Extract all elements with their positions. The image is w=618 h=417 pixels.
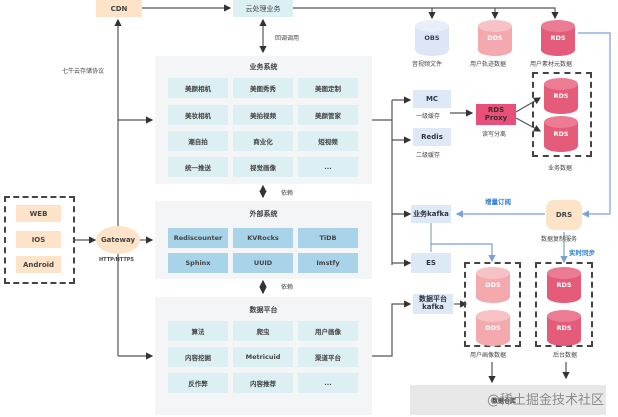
data-platform-item: 反作弊 xyxy=(168,373,228,393)
depends-label-2: 依赖 xyxy=(281,284,294,291)
business-item: 美颜管家 xyxy=(298,105,358,125)
data-platform-item: 用户画像 xyxy=(298,321,358,341)
client-android: Android xyxy=(16,256,61,273)
qiniu-protocol-label: 七牛云存储协议 xyxy=(62,68,105,75)
data-platform-item: 渠道平台 xyxy=(298,347,358,367)
business-item: 商业化 xyxy=(233,131,293,151)
data-kafka-node: 数据平台 kafka xyxy=(413,294,453,314)
business-item: 美拍视频 xyxy=(233,105,293,125)
business-system-group: 业务系统 美颜相机 美图秀秀 美图定制 美妆相机 美拍视频 美颜管家 潮自拍 商… xyxy=(155,56,372,184)
rds-db-icon: RDS xyxy=(544,78,578,114)
data-platform-item: Metricuid xyxy=(233,347,293,367)
callback-label: 回调调用 xyxy=(275,35,300,42)
data-platform-item: 内容推荐 xyxy=(233,373,293,393)
external-system-group: 外部系统 Rediscounter KVRocks TiDB Sphinx UU… xyxy=(155,201,372,279)
business-item: 统一推送 xyxy=(168,157,228,177)
rds-db-icon: RDS xyxy=(544,116,578,152)
external-item: Rediscounter xyxy=(168,228,228,248)
clients-group xyxy=(4,196,75,284)
data-platform-group: 数据平台 算法 爬虫 用户画像 内容挖掘 Metricuid 渠道平台 反作弊 … xyxy=(155,297,372,415)
dds-caption: 用户轨迹数据 xyxy=(470,61,507,68)
dds-storage-icon: DDS xyxy=(478,20,512,56)
business-data-group xyxy=(532,72,592,157)
business-item: 视觉画像 xyxy=(233,157,293,177)
rds-proxy-caption: 读写分离 xyxy=(482,131,507,138)
business-item: 美图秀秀 xyxy=(233,78,293,98)
rds-caption: 用户素材元数据 xyxy=(530,61,573,68)
external-item: UUID xyxy=(233,253,293,273)
data-platform-item: 算法 xyxy=(168,321,228,341)
business-system-title: 业务系统 xyxy=(249,63,278,71)
data-platform-item: 内容挖掘 xyxy=(168,347,228,367)
cdn-node: CDN xyxy=(96,0,142,17)
data-platform-title: 数据平台 xyxy=(249,306,278,314)
dds-db-icon: DDS xyxy=(476,267,510,303)
backend-data-caption: 后台数据 xyxy=(553,352,578,359)
business-item: 美妆相机 xyxy=(168,105,228,125)
redis-caption: 二级缓存 xyxy=(416,152,441,159)
obs-storage-icon: OBS xyxy=(415,20,449,56)
es-node: ES xyxy=(411,253,451,273)
data-platform-item: ... xyxy=(298,373,358,393)
rds-db-icon: RDS xyxy=(547,267,581,303)
rds-storage-icon: RDS xyxy=(541,20,575,56)
backend-data-group xyxy=(535,262,593,347)
business-item: 美图定制 xyxy=(298,78,358,98)
dds-db-icon: DDS xyxy=(476,310,510,346)
external-item: TiDB xyxy=(298,228,358,248)
external-system-title: 外部系统 xyxy=(249,210,278,218)
depends-label: 依赖 xyxy=(281,190,294,197)
rds-db-icon: RDS xyxy=(547,310,581,346)
incremental-sub-label: 增量订阅 xyxy=(485,198,511,206)
redis-node: Redis xyxy=(413,128,451,146)
user-profile-data-group xyxy=(464,262,521,347)
client-web: WEB xyxy=(16,205,61,222)
gateway-node: Gateway xyxy=(96,226,140,254)
data-warehouse-bar xyxy=(410,385,606,415)
realtime-sync-label: 实时同步 xyxy=(569,249,595,257)
external-item: Sphinx xyxy=(168,253,228,273)
rds-proxy-node: RDS Proxy xyxy=(476,104,516,125)
business-item: 短视频 xyxy=(298,131,358,151)
data-warehouse-label: 数据仓库 xyxy=(492,398,517,405)
business-item: ... xyxy=(298,157,358,177)
external-item: Imstfy xyxy=(298,253,358,273)
business-item: 潮自拍 xyxy=(168,131,228,151)
obs-caption: 音视频文件 xyxy=(412,61,443,68)
mc-node: MC xyxy=(413,90,451,108)
protocol-label: HTTP/HTTPS xyxy=(99,257,134,263)
business-item: 美颜相机 xyxy=(168,78,228,98)
user-profile-data-caption: 用户画像数据 xyxy=(470,352,507,359)
external-item: KVRocks xyxy=(233,228,293,248)
mc-caption: 一级缓存 xyxy=(416,113,441,120)
data-platform-item: 爬虫 xyxy=(233,321,293,341)
client-ios: IOS xyxy=(16,231,61,248)
drs-caption: 数据复制服务 xyxy=(541,236,578,243)
drs-node: DRS xyxy=(546,200,582,230)
business-kafka-node: 业务kafka xyxy=(411,205,451,223)
cloud-processing-node: 云处理业务 xyxy=(233,0,293,17)
business-data-caption: 业务数据 xyxy=(548,165,573,172)
watermark: @稀土掘金技术社区 xyxy=(487,393,605,408)
